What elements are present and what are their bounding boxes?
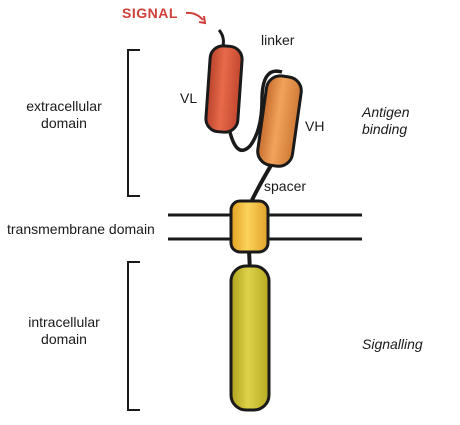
transmembrane-domain-label: transmembrane domain [7, 221, 155, 237]
vh-label: VH [305, 118, 325, 134]
linker-strand [227, 69, 283, 152]
antigen-binding-label: Antigen binding [362, 104, 409, 138]
extracellular-domain-label: extracellular domain [14, 98, 114, 132]
intracellular-domain-label: intracellular domain [14, 314, 114, 348]
vl-label: VL [180, 90, 198, 106]
antigen-label-line1: Antigen [362, 104, 410, 120]
signal-arrowhead [198, 15, 207, 25]
vh-domain [256, 74, 303, 168]
intracellular-bracket [127, 261, 140, 411]
extracellular-label-line2: domain [41, 115, 87, 131]
signal-arrow [185, 11, 204, 21]
signal-label: SIGNAL [122, 5, 178, 21]
linker-label: linker [261, 32, 295, 48]
signalling-label: Signalling [362, 336, 423, 352]
intracellular-label-line1: intracellular [28, 314, 100, 330]
antigen-label-line2: binding [362, 121, 408, 137]
extracellular-label-line1: extracellular [26, 98, 102, 114]
intracellular-domain [229, 264, 271, 412]
transmembrane-domain [229, 199, 270, 254]
extracellular-bracket [127, 49, 140, 197]
vl-domain [204, 44, 244, 134]
spacer-label: spacer [264, 178, 307, 194]
intracellular-label-line2: domain [41, 331, 87, 347]
